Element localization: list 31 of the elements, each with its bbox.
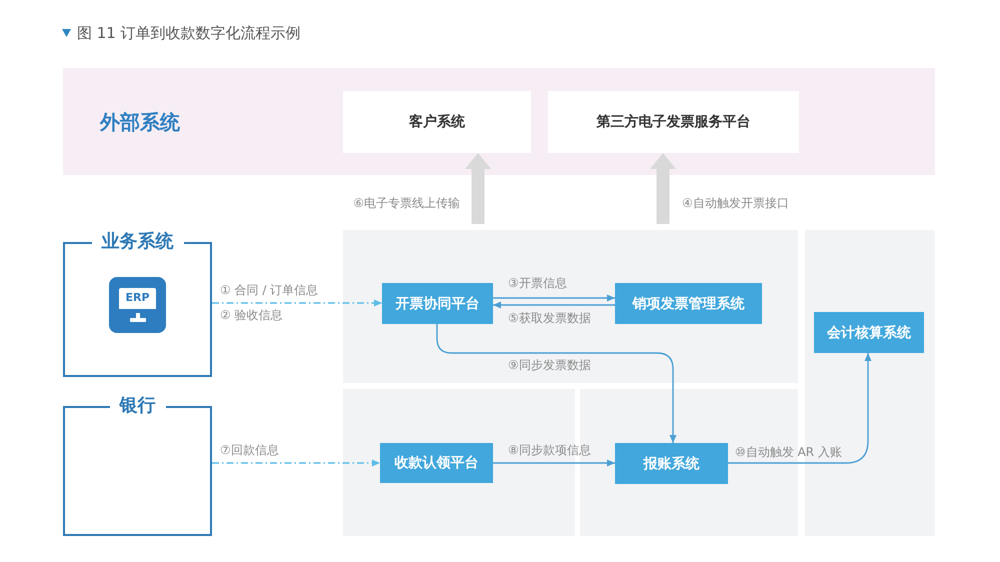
monitor-screen: ERP — [119, 288, 156, 312]
process-box: 收款认领平台 — [380, 443, 493, 483]
system-box: 第三方电子发票服务平台 — [548, 91, 799, 153]
dashed-arrow — [212, 300, 382, 306]
edge-label: ⑧同步款项信息 — [508, 443, 591, 458]
flow-note: ② 验收信息 — [220, 308, 283, 323]
edge-label: ⑨同步发票数据 — [508, 358, 591, 373]
external-systems-band — [63, 68, 935, 175]
dashed-arrow — [212, 460, 380, 466]
system-box: 客户系统 — [343, 91, 531, 153]
edge-label: ⑤获取发票数据 — [508, 311, 591, 326]
figure-title: 图 11 订单到收款数字化流程示例 — [77, 23, 301, 43]
monitor-tile — [109, 277, 166, 333]
section-heading: 外部系统 — [100, 108, 180, 134]
edge-label: ⑦回款信息 — [220, 443, 279, 458]
connector-arrow — [493, 302, 615, 308]
edge-label: ③开票信息 — [508, 276, 567, 291]
process-box: 开票协同平台 — [382, 283, 493, 324]
thick-arrow — [650, 153, 676, 224]
process-box: 销项发票管理系统 — [615, 283, 762, 324]
process-box: 报账系统 — [615, 443, 728, 484]
connector-arrow — [493, 294, 615, 302]
connector-arrow — [728, 353, 872, 464]
edge-label: ⑥电子专票线上传输 — [353, 196, 460, 211]
connector-arrow — [493, 460, 615, 466]
process-box: 会计核算系统 — [814, 312, 924, 353]
thick-arrow — [465, 153, 491, 224]
connector-arrow — [436, 324, 676, 443]
edge-label: ⑩自动触发 AR 入账 — [735, 445, 842, 460]
edge-label: ④自动触发开票接口 — [682, 196, 789, 211]
edge-label: ① 合同 / 订单信息 — [220, 283, 318, 298]
